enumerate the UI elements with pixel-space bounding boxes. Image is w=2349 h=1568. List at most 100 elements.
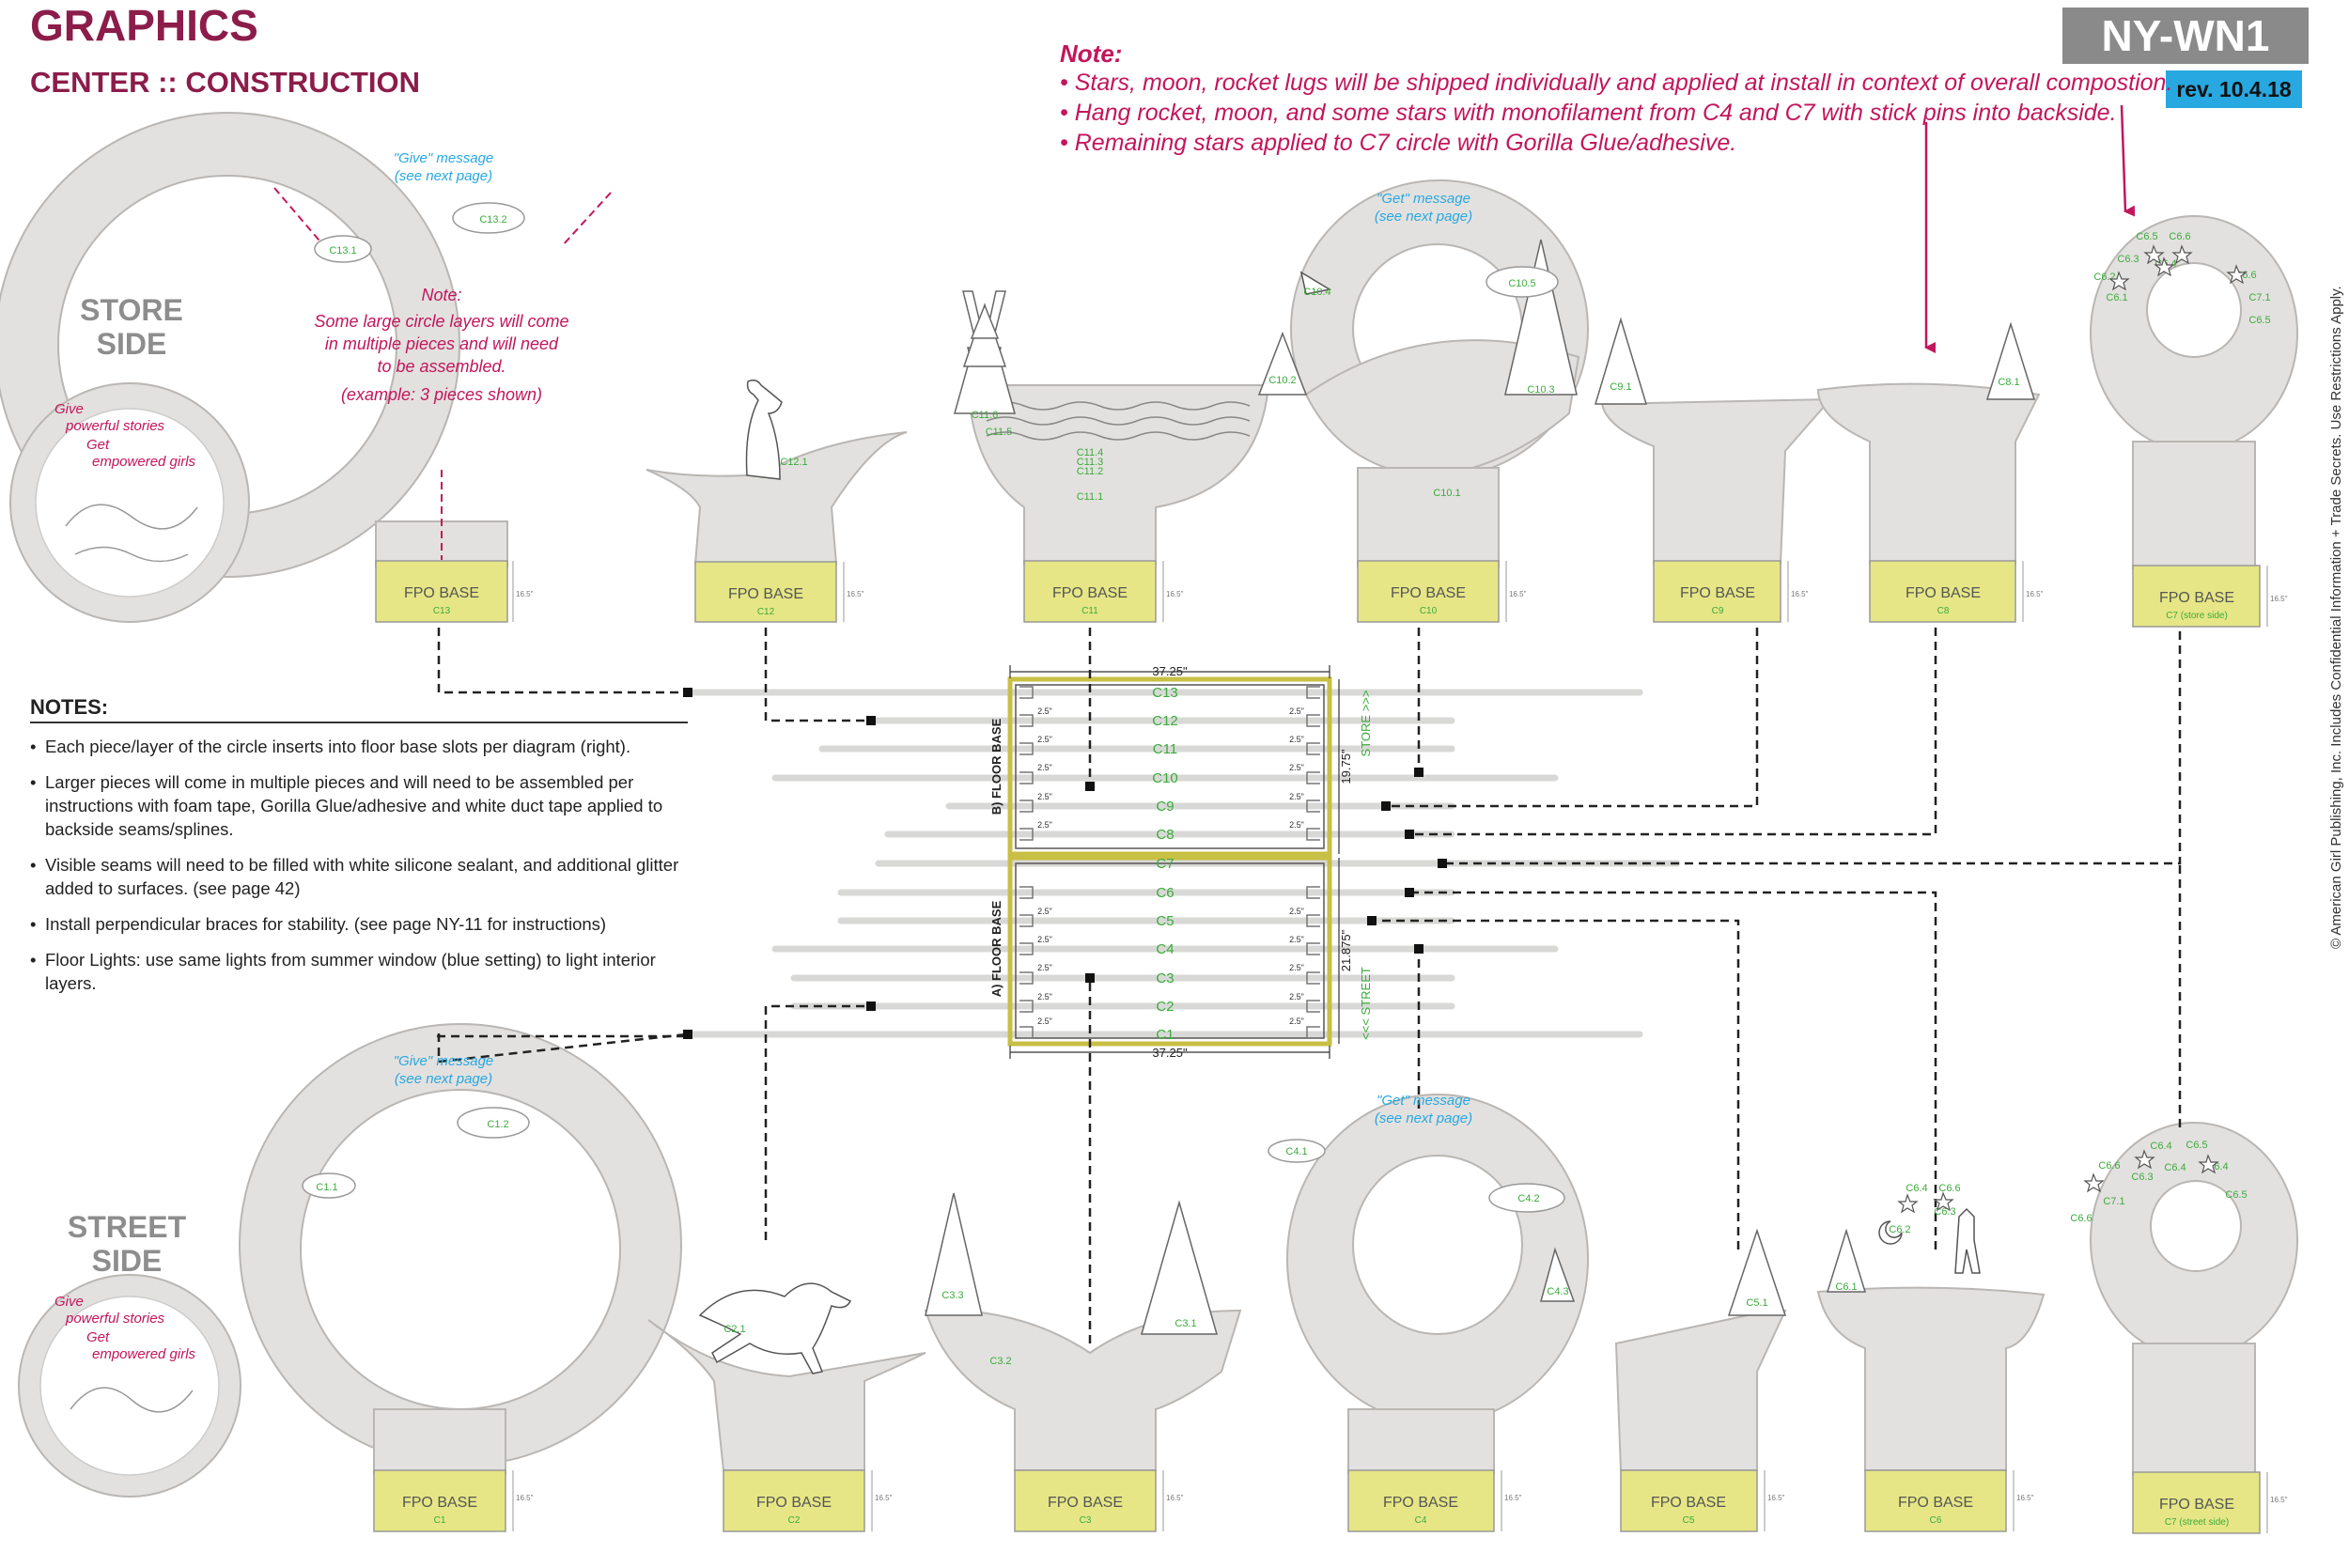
- assembly-note-line-4: (example: 3 pieces shown): [341, 385, 542, 404]
- store-logo-circle: Give powerful stories Get empowered girl…: [9, 382, 250, 623]
- sub-label-c13-1: C13.1: [329, 245, 356, 256]
- c10-see-next-page: (see next page): [1375, 209, 1472, 225]
- height-label: 16.5": [1767, 1494, 1785, 1502]
- base-label-c7-store: FPO BASE: [2159, 590, 2234, 606]
- sub-label-c10-4: C10.4: [1303, 287, 1330, 298]
- base-code-c3: C3: [1080, 1515, 1092, 1526]
- sub-label-c7s-2: C6.6: [2169, 231, 2190, 242]
- street-side-label: STREET SIDE: [61, 1210, 193, 1278]
- base-code-c9: C9: [1712, 606, 1724, 616]
- store-logo-text-give: Give: [54, 401, 84, 417]
- height-dimensions: [512, 561, 2268, 1533]
- base-label-c12: FPO BASE: [728, 586, 803, 602]
- sub-label-c11-6: C11.6: [972, 410, 999, 421]
- slot-label-c6: C6: [1156, 885, 1174, 901]
- street-base-labels: FPO BASE FPO BASE FPO BASE FPO BASE FPO …: [402, 1495, 2234, 1513]
- height-label: 16.5": [847, 590, 864, 598]
- c1-give-message: "Give" message: [394, 1053, 494, 1069]
- floor-plan: 37.25" 37.25" 19.75" 21.875" STORE >>> <…: [687, 664, 1681, 1060]
- sub-label-c12-1: C12.1: [780, 457, 807, 468]
- sub-label-c7t-7: C6.5: [2225, 1189, 2247, 1201]
- piece-c3: [924, 1192, 1242, 1471]
- slot-label-c8: C8: [1156, 827, 1174, 843]
- height-label: 16.5": [2270, 1496, 2288, 1504]
- c1-see-next-page: (see next page): [395, 1071, 492, 1087]
- sub-label-c9-1: C9.1: [1610, 381, 1631, 393]
- sub-label-c1-2: C1.2: [487, 1119, 508, 1130]
- height-label: 16.5": [2016, 1494, 2034, 1502]
- height-label: 16.5": [2270, 595, 2288, 603]
- sub-label-c7t-4: C6.4: [2164, 1162, 2186, 1173]
- base-label-c5: FPO BASE: [1651, 1495, 1726, 1511]
- sub-label-c7t-1: C6.4: [2150, 1141, 2171, 1152]
- street-side-label-line-1: STREET: [67, 1210, 187, 1244]
- slot-spacing-label: 2.5": [1037, 1017, 1052, 1026]
- slot-spacing-label: 2.5": [1289, 1017, 1304, 1026]
- sub-label-c7s-5: C6.2: [2093, 272, 2115, 283]
- height-label: 16.5": [2026, 590, 2044, 598]
- base-label-c7-street: FPO BASE: [2159, 1497, 2234, 1513]
- store-depth-label: 19.75": [1339, 749, 1353, 784]
- base-label-c1: FPO BASE: [402, 1495, 477, 1511]
- sub-label-c3-3: C3.3: [941, 1290, 963, 1301]
- c4-get-message: "Get" message: [1377, 1093, 1470, 1109]
- notes-divider: [30, 722, 688, 723]
- assembly-note-line-2: in multiple pieces and will need: [325, 334, 559, 353]
- notes-item: Each piece/layer of the circle inserts i…: [30, 735, 688, 758]
- sub-label-c3-2: C3.2: [989, 1356, 1011, 1367]
- store-logo-text-stories: powerful stories: [65, 418, 165, 434]
- slot-spacing-label: 2.5": [1289, 735, 1304, 744]
- assembly-note-line-3: to be assembled.: [377, 357, 506, 376]
- slot-spacing-label: 2.5": [1037, 735, 1052, 744]
- notes-item: Floor Lights: use same lights from summe…: [30, 948, 688, 995]
- sub-label-c6-6: C6.6: [1938, 1183, 1960, 1194]
- base-label-c3: FPO BASE: [1048, 1495, 1123, 1511]
- base-code-c12: C12: [757, 607, 775, 617]
- height-labels: 16.5" 16.5" 16.5" 16.5" 16.5" 16.5" 16.5…: [516, 590, 2288, 1504]
- height-label: 16.5": [516, 1494, 534, 1502]
- sub-label-c4-3: C4.3: [1547, 1286, 1568, 1297]
- floor-base-b-label: B) FLOOR BASE: [989, 718, 1003, 815]
- base-code-c1: C1: [434, 1515, 446, 1526]
- street-logo-text-stories: powerful stories: [65, 1311, 165, 1327]
- base-label-c8: FPO BASE: [1906, 585, 1981, 601]
- notes-list: Each piece/layer of the circle inserts i…: [30, 735, 688, 1007]
- sub-label-c1-1: C1.1: [316, 1182, 337, 1193]
- c13-give-message: "Give" message: [394, 150, 494, 166]
- top-note-line-2: • Hang rocket, moon, and some stars with…: [1060, 100, 2117, 126]
- base-label-c4: FPO BASE: [1383, 1495, 1458, 1511]
- sub-label-c6-1: C6.1: [1835, 1281, 1857, 1293]
- top-note-title: Note:: [1060, 39, 1123, 68]
- store-base-codes: C13 C12 C11 C10 C9 C8 C7 (store side): [433, 606, 2228, 621]
- store-bases: [375, 560, 2261, 628]
- sub-label-c7t-2: C6.5: [2186, 1140, 2207, 1151]
- base-code-c4: C4: [1415, 1515, 1427, 1526]
- slot-label-c10: C10: [1152, 770, 1178, 786]
- slot-spacing-label: 2.5": [1289, 963, 1304, 972]
- slot-label-c3: C3: [1156, 970, 1174, 986]
- sub-label-c7s-7: C7.1: [2248, 292, 2270, 303]
- slot-spacing-label: 2.5": [1289, 935, 1304, 944]
- base-label-c11: FPO BASE: [1052, 585, 1128, 601]
- notes-heading: NOTES:: [30, 695, 109, 719]
- piece-c6: [1816, 1207, 2046, 1471]
- slot-spacing-label: 2.5": [1037, 820, 1052, 830]
- piece-c4: [1268, 1094, 1590, 1474]
- base-label-c13: FPO BASE: [404, 585, 479, 601]
- street-logo-circle: Give powerful stories Get empowered girl…: [18, 1274, 241, 1498]
- piece-c10: [1257, 179, 1590, 567]
- sub-label-c3-1: C3.1: [1174, 1318, 1196, 1329]
- slot-spacing-label: 2.5": [1289, 992, 1304, 1001]
- store-direction-arrow: STORE >>>: [1359, 691, 1373, 757]
- slot-label-c2: C2: [1156, 999, 1174, 1015]
- street-depth-label: 21.875": [1339, 929, 1353, 971]
- star-icons: [1897, 244, 2248, 1214]
- slot-spacing-label: 2.5": [1289, 820, 1304, 830]
- c10-get-message: "Get" message: [1377, 191, 1470, 207]
- street-base-codes: C1 C2 C3 C4 C5 C6 C7 (street side): [434, 1515, 2230, 1528]
- slot-label-c12: C12: [1152, 713, 1178, 729]
- connector-endpoints: [683, 688, 1447, 1039]
- revision-badge: rev. 10.4.18: [2166, 70, 2302, 108]
- sub-label-c10-1: C10.1: [1433, 488, 1460, 499]
- c4-see-next-page: (see next page): [1375, 1110, 1472, 1126]
